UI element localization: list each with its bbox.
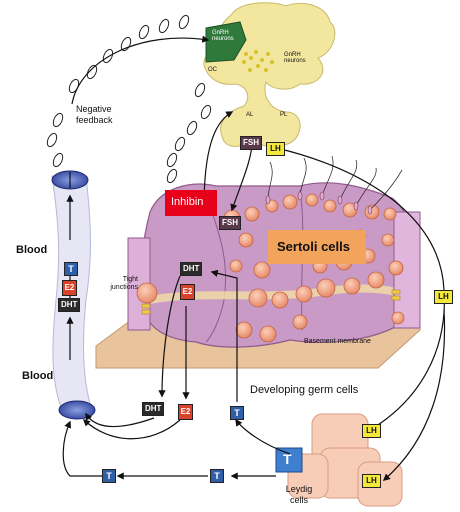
dht-box-blood: DHT <box>58 298 81 312</box>
gnrh-neuron-cell <box>205 21 247 63</box>
sertoli-cells-label: Sertoli cells <box>268 230 366 264</box>
lh-box-leydig-bottom: LH <box>362 474 381 488</box>
blood-label-top: Blood <box>16 244 48 256</box>
dht-box-bottom: DHT <box>142 402 165 416</box>
developing-germ-cells-label: Developing germ cells <box>250 384 359 396</box>
gnrh-label-left: GnRH neurons <box>212 30 234 43</box>
e2-box-tubule: E2 <box>180 284 195 300</box>
gnrh-label-right: GnRH neurons <box>284 52 306 65</box>
t-box-bottom-center: T <box>210 469 224 483</box>
t-box-bottom-middle: T <box>230 406 244 420</box>
leydig-cells-label: Leydig cells <box>285 484 313 505</box>
negative-feedback-label: Negative feedback <box>76 104 113 126</box>
blood-label-bottom: Blood <box>22 370 54 382</box>
t-box-bottom-left: T <box>102 469 116 483</box>
tight-junctions-label: Tight junctions <box>110 276 138 292</box>
lh-box-top: LH <box>266 142 285 156</box>
feedback-ovals <box>46 14 212 184</box>
seminiferous-tubule <box>127 182 421 348</box>
dht-box-tubule: DHT <box>180 262 203 276</box>
leydig-t-highlight <box>275 447 303 473</box>
e2-box-blood: E2 <box>62 280 77 296</box>
lh-box-right: LH <box>434 290 453 304</box>
al-label: AL <box>246 112 254 118</box>
leydig-cells <box>287 413 403 507</box>
lh-box-leydig-top: LH <box>362 424 381 438</box>
inhibin-label: Inhibin <box>165 190 217 216</box>
t-box-blood: T <box>64 262 78 276</box>
tight-junction-marks <box>141 289 401 315</box>
basement-membrane-label: Basement membrane <box>304 338 371 345</box>
t-label-leydig: T <box>283 451 292 467</box>
pituitary-shape <box>203 2 336 147</box>
oc-label: OC <box>208 67 217 73</box>
fsh-box-top: FSH <box>240 136 262 150</box>
e2-box-bottom: E2 <box>178 404 193 420</box>
sperm-heads <box>265 191 373 215</box>
pl-label: PL <box>280 112 288 118</box>
gnrh-granules <box>242 50 274 72</box>
fsh-box-middle: FSH <box>219 216 241 230</box>
